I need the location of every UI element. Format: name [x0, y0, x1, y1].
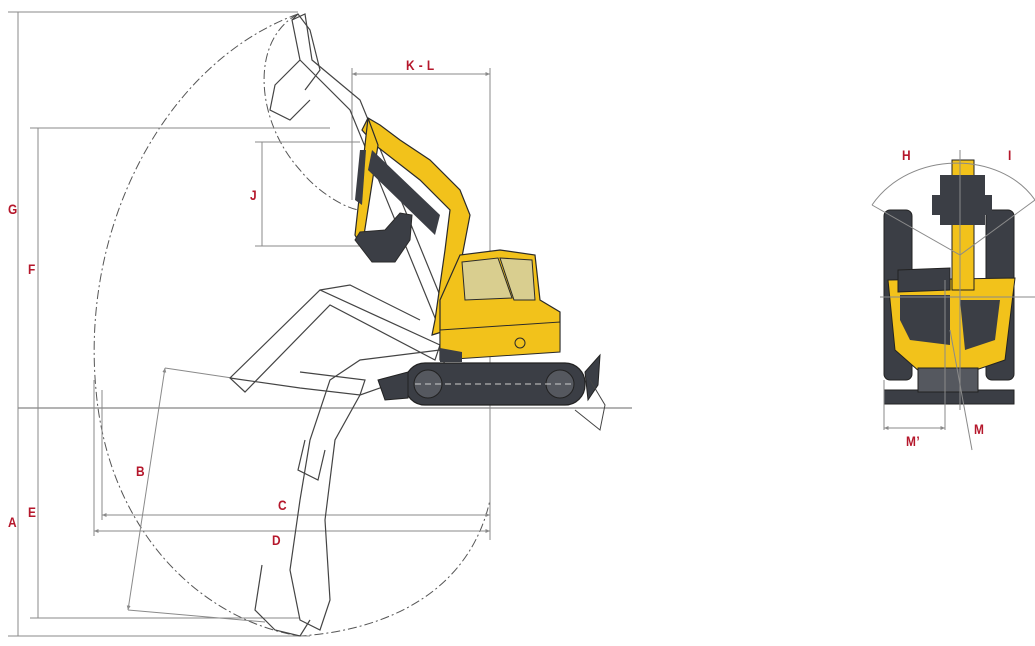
- front-view-lines: [871, 150, 1035, 451]
- label-c: C: [278, 497, 288, 513]
- working-envelope: [93, 13, 491, 637]
- label-m-prime: M’: [906, 433, 921, 449]
- label-b: B: [136, 463, 146, 479]
- label-e: E: [28, 504, 37, 520]
- undercarriage-tracks: [377, 353, 601, 406]
- label-m: M: [974, 421, 985, 437]
- label-h: H: [902, 147, 912, 163]
- label-g: G: [8, 201, 18, 217]
- label-f: F: [28, 261, 36, 277]
- label-k-l: K - L: [406, 57, 435, 73]
- dimension-lines: [8, 11, 491, 637]
- excavator-body: [439, 249, 561, 362]
- upper-reach-arc: [263, 13, 361, 211]
- label-j: J: [250, 187, 258, 203]
- bucket: [354, 212, 413, 263]
- ghost-arm-positions: [229, 13, 451, 637]
- main-boom-arm: [354, 117, 471, 336]
- blade-ghost: [574, 379, 606, 431]
- label-i: I: [1008, 147, 1012, 163]
- label-a: A: [8, 514, 18, 530]
- front-view-excavator: [883, 159, 1016, 405]
- label-d: D: [272, 532, 282, 548]
